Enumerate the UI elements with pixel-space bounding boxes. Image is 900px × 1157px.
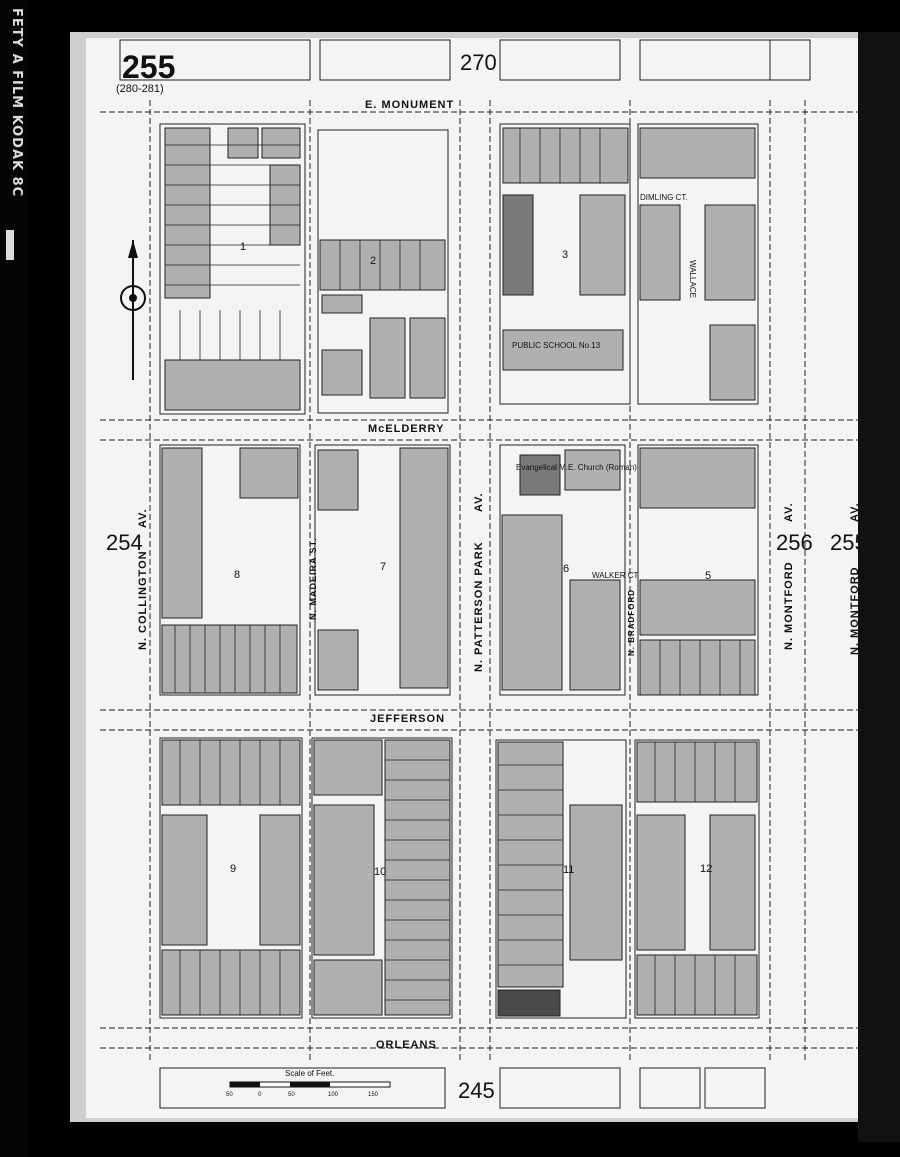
dimling-ct-label: DIMLING CT. xyxy=(640,193,688,202)
block-number-1: 1 xyxy=(240,241,246,253)
wallace-label: WALLACE xyxy=(688,260,697,298)
street-n-montford-2: N. MONTFORD xyxy=(849,566,861,655)
block-9 xyxy=(159,737,303,1019)
street-n-patterson-park-av: AV. xyxy=(473,492,485,512)
scale-tick-50: 50 xyxy=(288,1092,295,1098)
block-number-12: 12 xyxy=(700,863,712,875)
church-label: Evangelical M.E. Church (Roman) xyxy=(516,463,637,472)
street-e-monument: E. MONUMENT xyxy=(365,99,454,111)
adjacent-sheet-top: 270 xyxy=(460,50,497,75)
street-n-montford-2-av: AV. xyxy=(849,502,861,522)
walker-ct-label: WALKER CT. xyxy=(592,571,640,580)
scale-tick-100: 100 xyxy=(328,1092,339,1098)
scale-tick-0: 0 xyxy=(258,1092,262,1098)
street-mcelderry: McELDERRY xyxy=(368,423,444,435)
scale-title: Scale of Feet. xyxy=(285,1069,334,1078)
scale-tick-50a: 50 xyxy=(226,1092,233,1098)
block-number-3: 3 xyxy=(562,249,568,261)
adjacent-sheet-bottom: 245 xyxy=(458,1078,495,1103)
page-range: (280-281) xyxy=(116,83,164,95)
street-n-madeira: N. MADEIRA ST. xyxy=(308,537,318,620)
adjacent-sheet-left: 254 xyxy=(106,530,143,555)
street-lines xyxy=(100,100,860,1060)
block-number-9: 9 xyxy=(230,863,236,875)
adjacent-sheet-right: 256 xyxy=(776,530,813,555)
film-edge: FETY A FILM KODAK 8C xyxy=(0,0,28,1157)
block-4 xyxy=(637,123,759,405)
scale-of-feet: Scale of Feet. 50 0 50 100 150 xyxy=(226,1069,391,1098)
block-2 xyxy=(317,129,449,414)
block-8 xyxy=(159,444,301,696)
block-11 xyxy=(495,739,627,1019)
block-5 xyxy=(637,444,759,696)
street-n-collington: N. COLLINGTON xyxy=(137,550,149,650)
street-n-collington-av: AV. xyxy=(137,508,149,528)
adjacent-sheet-right-partial: 255 xyxy=(830,530,867,555)
film-edge-mark xyxy=(6,230,14,260)
street-jefferson: JEFFERSON xyxy=(370,713,445,725)
street-orleans: ORLEANS xyxy=(376,1039,437,1051)
block-number-5: 5 xyxy=(705,570,711,582)
block-12 xyxy=(634,739,760,1019)
block-number-2: 2 xyxy=(370,255,376,267)
page-number: 255 xyxy=(122,49,175,85)
block-1 xyxy=(159,123,306,415)
right-film-strip xyxy=(858,32,900,1142)
block-number-10: 10 xyxy=(374,866,386,878)
block-number-11: 11 xyxy=(563,864,574,876)
public-school-label: PUBLIC SCHOOL No.13 xyxy=(512,341,601,350)
block-6 xyxy=(499,444,626,696)
street-n-montford: N. MONTFORD xyxy=(783,561,795,650)
block-10 xyxy=(311,737,453,1019)
block-3 xyxy=(499,123,631,405)
adjacent-boxes-top xyxy=(119,39,811,81)
street-n-bradford: N. BRADFORD xyxy=(627,589,636,656)
block-7 xyxy=(314,444,451,696)
north-arrow-icon xyxy=(120,240,146,380)
film-edge-text: FETY A FILM KODAK 8C xyxy=(9,8,24,198)
block-number-8: 8 xyxy=(234,569,240,581)
adjacent-boxes-bottom xyxy=(159,1067,766,1109)
block-number-7: 7 xyxy=(380,561,386,573)
scale-tick-150: 150 xyxy=(368,1092,379,1098)
street-n-patterson-park: N. PATTERSON PARK xyxy=(473,541,485,672)
street-n-montford-av: AV. xyxy=(783,502,795,522)
block-number-6: 6 xyxy=(563,563,569,575)
